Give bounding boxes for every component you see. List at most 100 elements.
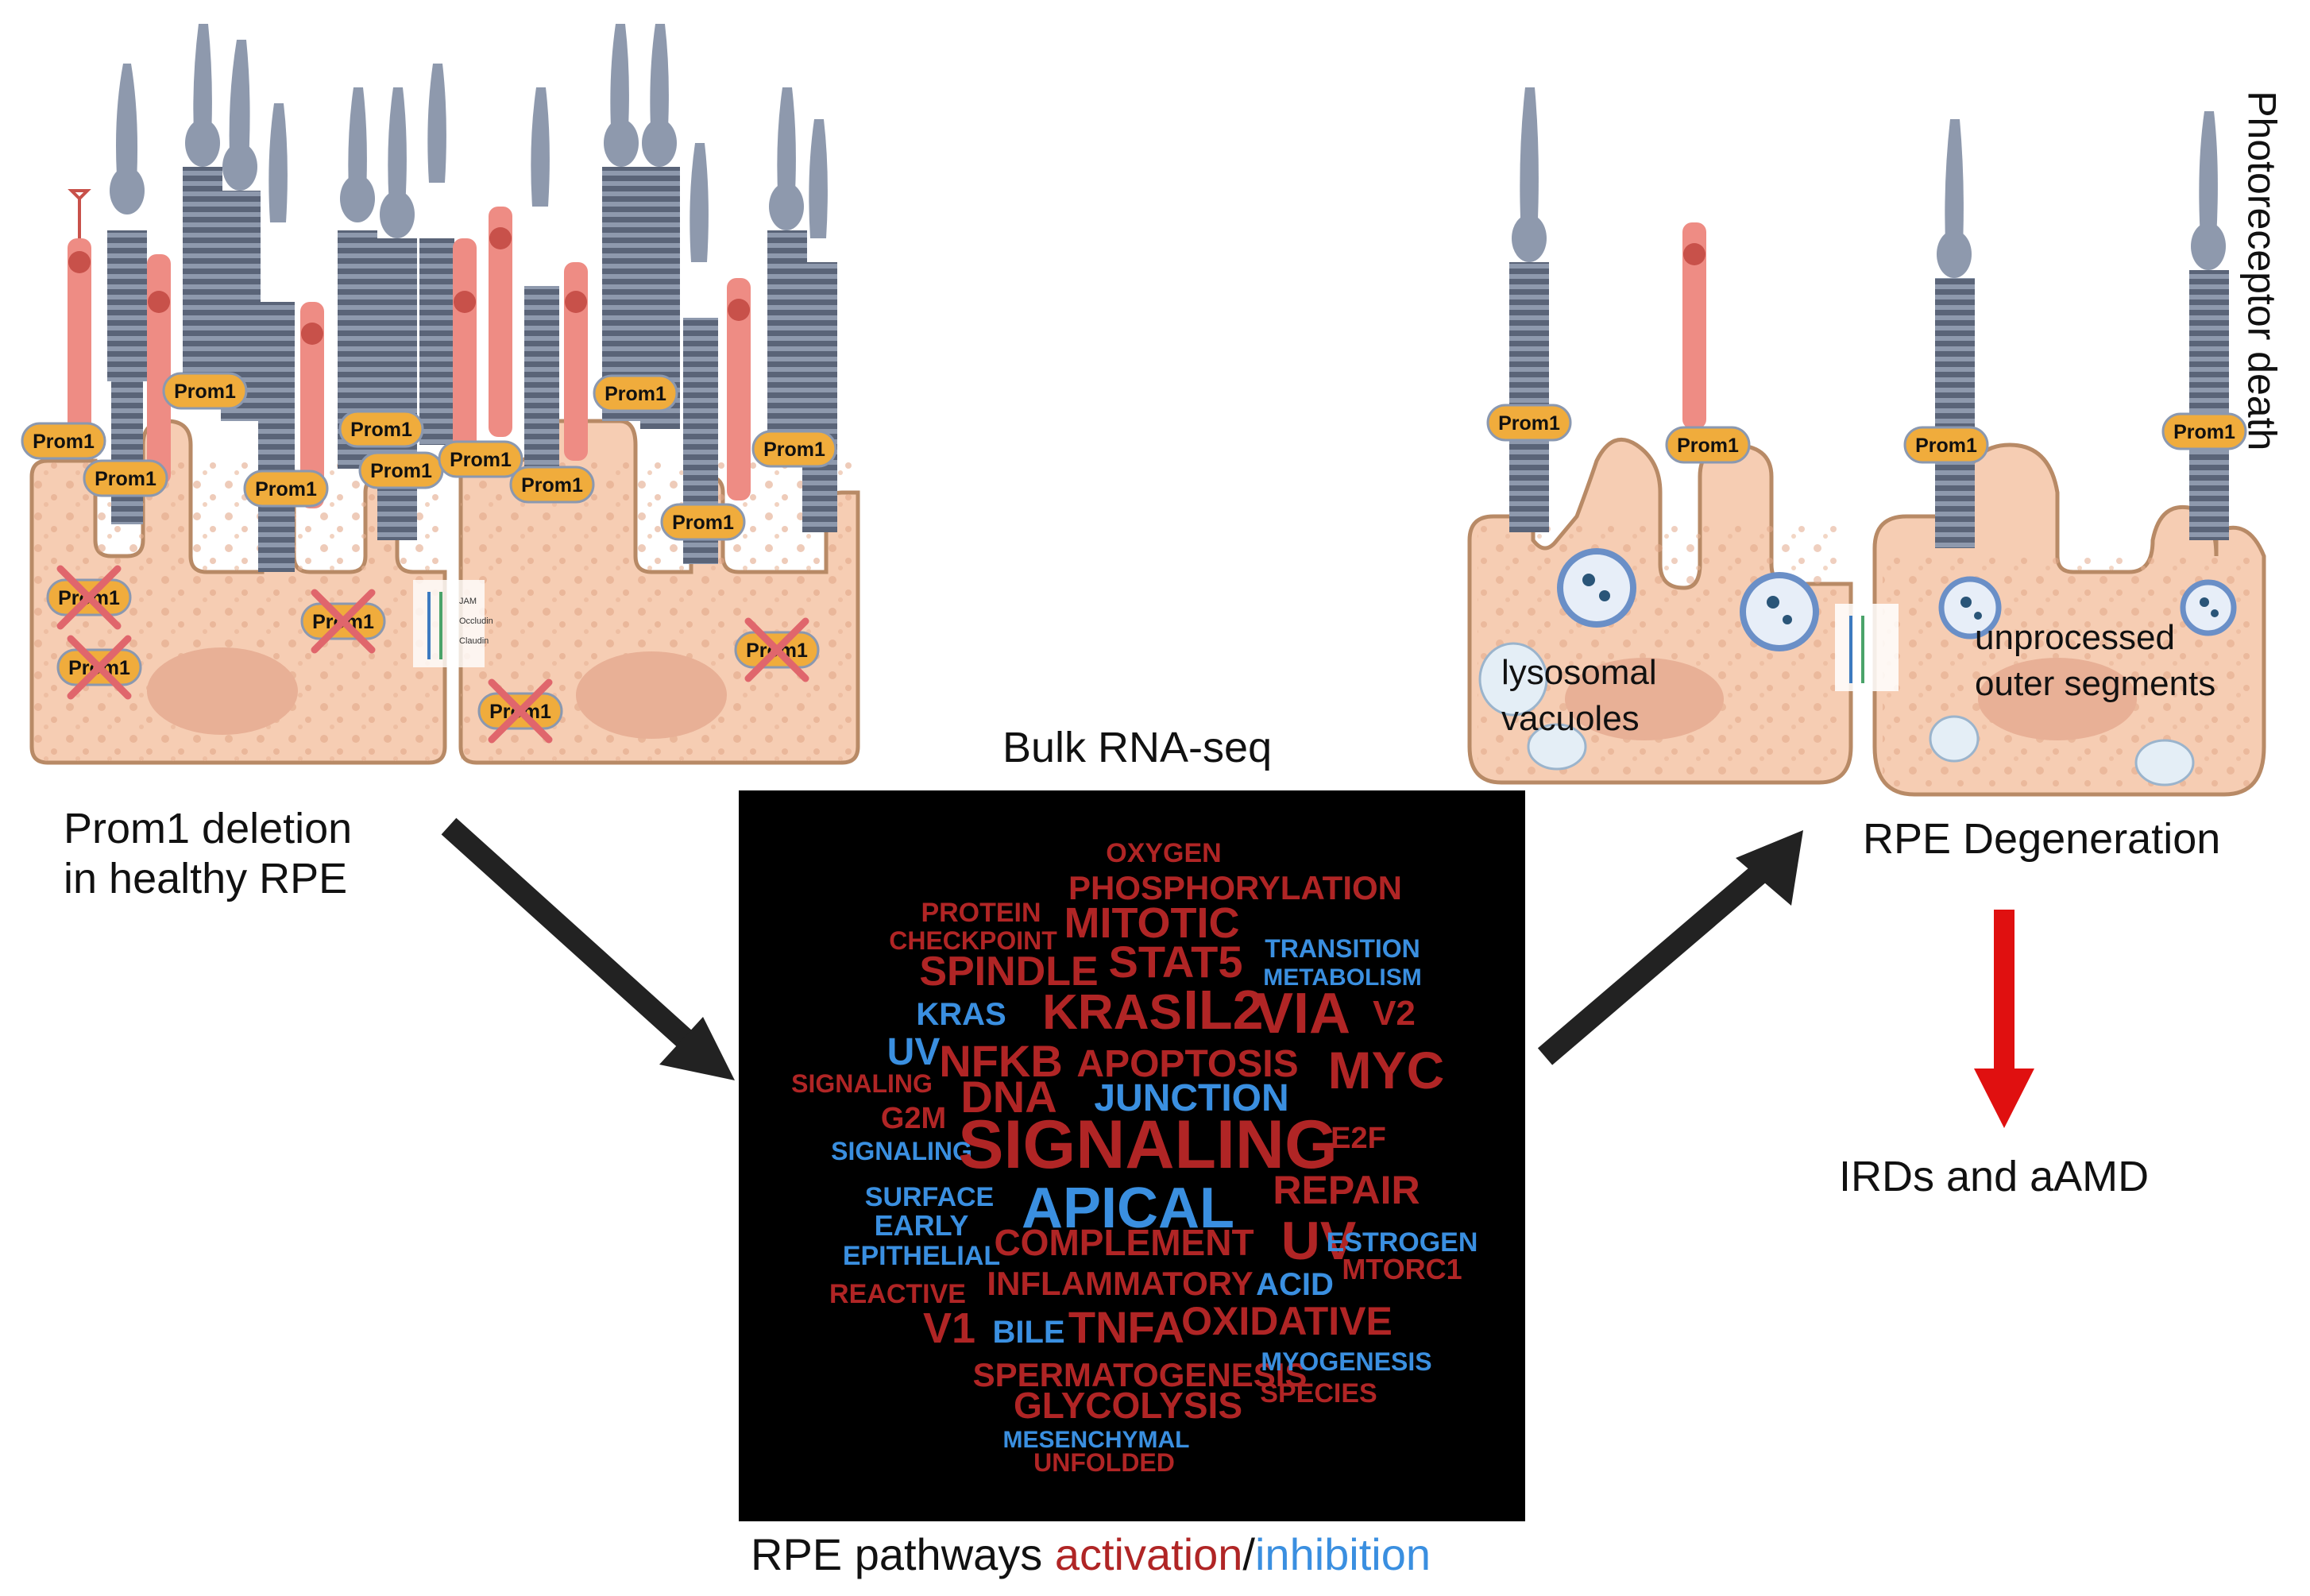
wordcloud-word-inhibition: ACID	[1256, 1267, 1334, 1302]
wordcloud-word-activation: SPINDLE	[919, 949, 1098, 995]
prom1-deleted-marker: Prom1	[56, 635, 142, 700]
wordcloud-word-activation: UNFOLDED	[1033, 1448, 1175, 1477]
prom1-marker: Prom1	[2161, 412, 2247, 450]
wordcloud-word-activation: IL2	[1183, 979, 1263, 1041]
arrow-center-to-right	[1537, 861, 1771, 1065]
prom1-marker: Prom1	[21, 422, 106, 460]
wordcloud-word-activation: SPECIES	[1260, 1378, 1377, 1409]
wordcloud-word-activation: INFLAMMATORY	[987, 1265, 1253, 1302]
rod-cell	[2189, 111, 2229, 540]
wordcloud-word-activation: REACTIVE	[829, 1279, 966, 1309]
deletion-cross	[56, 565, 122, 630]
cone-cell	[68, 189, 91, 445]
wordcloud-word-activation: PROTEIN	[921, 898, 1041, 928]
left-caption-line1: Prom1 deletion	[64, 805, 353, 852]
wordcloud-word-inhibition: TRANSITION	[1265, 934, 1420, 963]
wordcloud-word-activation: G2M	[881, 1102, 946, 1135]
rod-cell	[107, 64, 147, 524]
wordcloud-word-inhibition: KRAS	[916, 997, 1006, 1032]
cone-cell	[1682, 222, 1706, 429]
wordcloud-word-activation: NFKB	[939, 1036, 1063, 1086]
wordcloud-word-inhibition: BILE	[992, 1315, 1064, 1350]
wordcloud-word-inhibition: MYOGENESIS	[1261, 1347, 1431, 1376]
wordcloud-word-activation: STAT5	[1108, 937, 1242, 987]
wordcloud-word-inhibition: EARLY	[875, 1209, 969, 1242]
wordcloud-word-activation: SIGNALING	[958, 1107, 1338, 1183]
prom1-marker: Prom1	[660, 503, 746, 541]
lysosomal-vacuole	[1929, 715, 1980, 763]
wordcloud-word-inhibition: JUNCTION	[1094, 1077, 1288, 1119]
tight-junction-box	[413, 580, 485, 667]
prom1-label: Prom1	[174, 381, 236, 403]
prom1-label: Prom1	[672, 512, 734, 534]
photoreceptor-death-label: Photoreceptor death	[2239, 91, 2285, 451]
prom1-label: Prom1	[1915, 435, 1977, 457]
deletion-cross	[488, 678, 553, 744]
arrow-red-down	[1994, 910, 2014, 1069]
wordcloud-title: Bulk RNA-seq	[1002, 724, 1273, 771]
left-rpe-cells	[29, 419, 860, 765]
wordcloud-word-inhibition: MESENCHYMAL	[1002, 1427, 1189, 1453]
wordcloud-word-activation: KRAS	[1042, 985, 1182, 1040]
arrow-left-to-center	[441, 817, 699, 1053]
prom1-marker: Prom1	[83, 459, 168, 497]
prom1-marker: Prom1	[1903, 426, 1989, 464]
unprocessed-label-line2: outer segments	[1975, 664, 2216, 703]
wordcloud-word-activation: CHECKPOINT	[889, 926, 1057, 955]
wordcloud-word-activation: PHOSPHORYLATION	[1068, 869, 1402, 906]
caption-inhibition: inhibition	[1254, 1529, 1431, 1579]
wordcloud-word-inhibition: SIGNALING	[831, 1137, 972, 1165]
wordcloud-word-activation: MTORC1	[1342, 1253, 1462, 1285]
rpe-degeneration-label: RPE Degeneration	[1863, 815, 2221, 863]
cone-cell	[727, 278, 751, 500]
junction-label: JAM	[459, 597, 477, 606]
prom1-marker: Prom1	[751, 430, 837, 468]
wordcloud-word-inhibition: SURFACE	[865, 1182, 994, 1212]
prom1-label: Prom1	[33, 431, 95, 453]
prom1-deleted-marker: Prom1	[477, 678, 563, 744]
lysosomal-vacuole	[2134, 739, 2195, 786]
nucleus	[1565, 658, 1724, 740]
cone-cell	[300, 302, 324, 508]
nucleus	[1978, 658, 2137, 740]
rod-cell	[767, 87, 807, 445]
rod-cell	[221, 40, 261, 421]
caption-activation: activation	[1054, 1529, 1243, 1579]
wordcloud-word-activation: MITOTIC	[1064, 899, 1240, 947]
rod-cell	[258, 103, 295, 572]
rod-cell	[377, 87, 417, 540]
rod-cell	[524, 87, 559, 485]
caption-slash: /	[1242, 1529, 1255, 1579]
wordcloud-word-activation: DNA	[960, 1072, 1056, 1122]
prom1-label: Prom1	[1677, 435, 1739, 457]
wordcloud-word-activation: COMPLEMENT	[994, 1222, 1254, 1263]
prom1-label: Prom1	[350, 419, 412, 441]
wordcloud-panel	[739, 790, 1525, 1521]
right-rpe-cells	[1467, 437, 2266, 797]
rod-cell	[419, 64, 454, 445]
prom1-marker: Prom1	[358, 451, 444, 489]
outcome-label: IRDs and aAMD	[1839, 1153, 2150, 1200]
rod-cell	[683, 143, 718, 564]
prom1-marker: Prom1	[162, 372, 248, 410]
prom1-label: Prom1	[1498, 412, 1560, 435]
deletion-cross	[67, 635, 132, 700]
cone-cell	[453, 238, 477, 477]
wordcloud-word-activation: OXYGEN	[1106, 838, 1221, 868]
wordcloud-word-inhibition: UV	[887, 1031, 941, 1073]
wordcloud-word-activation: OXIDATIVE	[1181, 1299, 1393, 1343]
prom1-label: Prom1	[95, 468, 156, 490]
cone-cell	[489, 207, 512, 437]
wordcloud-word-activation: UV	[1281, 1211, 1356, 1271]
prom1-label: Prom1	[763, 439, 825, 461]
wordcloud-word-activation: V2	[1373, 994, 1416, 1033]
wordcloud-word-activation: SIGNALING	[791, 1069, 933, 1098]
prom1-label: Prom1	[2173, 421, 2235, 443]
prom1-marker: Prom1	[438, 440, 523, 478]
deletion-cross	[744, 617, 809, 682]
rod-cell	[640, 24, 680, 429]
nucleus	[147, 647, 298, 735]
